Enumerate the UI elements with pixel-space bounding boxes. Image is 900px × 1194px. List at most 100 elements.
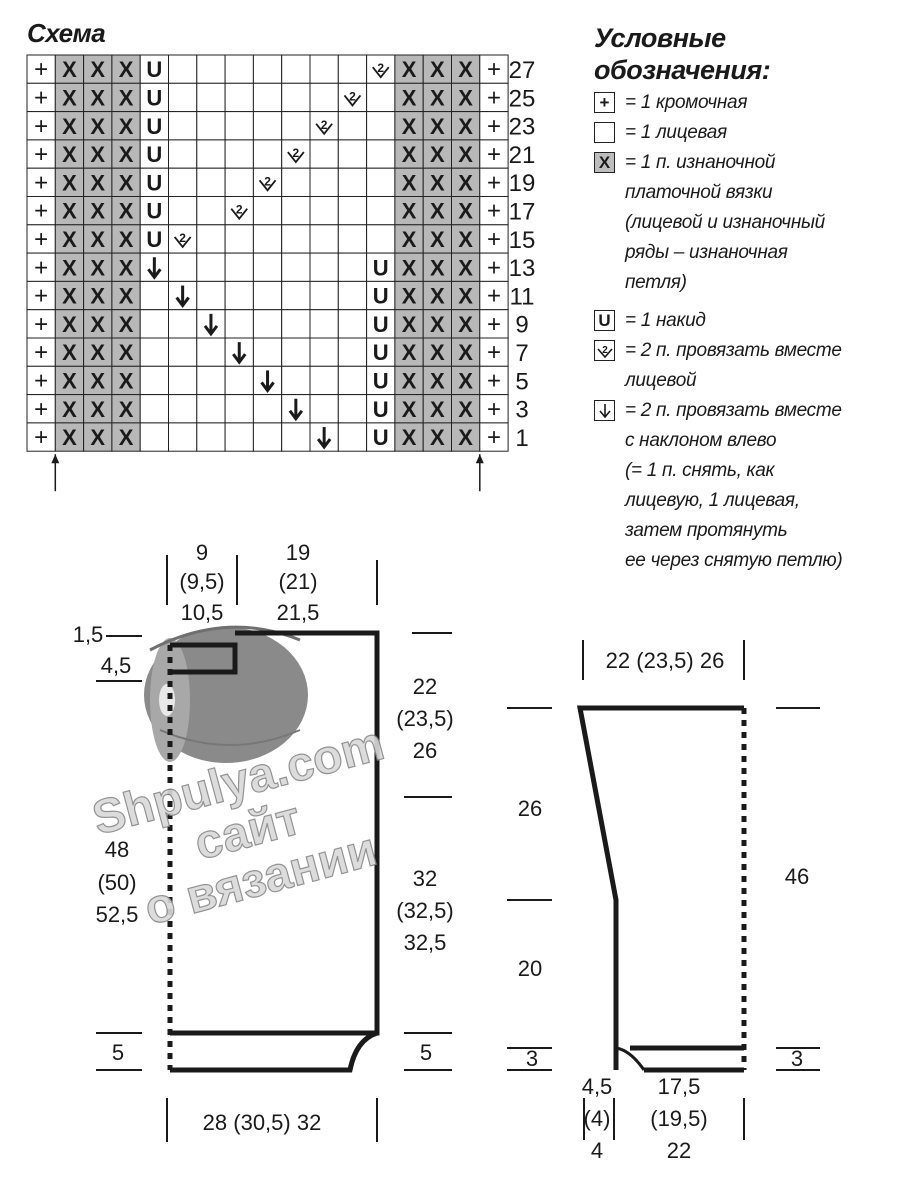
chart-cell — [168, 111, 198, 141]
chart-cell — [26, 394, 56, 424]
chart-cell — [54, 111, 85, 141]
purl-garter-symbol: X — [62, 227, 77, 252]
row-number-label: 9 — [515, 312, 528, 339]
legend-item: = 1 лицевая — [594, 122, 727, 148]
purl-garter-symbol: X — [430, 142, 445, 167]
chart-cell — [337, 139, 368, 169]
chart-cell — [337, 365, 368, 396]
sleeve-bottom-main-1: 17,5 — [658, 1074, 701, 1099]
chart-cell — [54, 422, 85, 452]
chart-cell — [139, 111, 169, 141]
empty-square-symbol — [594, 122, 615, 143]
purl-garter-symbol: X — [430, 114, 445, 139]
purl-garter-symbol: X — [62, 170, 77, 195]
purl-garter-symbol: X — [430, 397, 445, 422]
chart-cell — [83, 54, 113, 84]
yarn-over-symbol: U — [594, 310, 615, 331]
svg-text:2: 2 — [293, 146, 300, 160]
yarn-over-symbol: U — [146, 142, 162, 167]
chart-cell — [451, 422, 481, 452]
purl-garter-symbol: X — [119, 85, 134, 110]
back-bottom-left: 5 — [112, 1040, 124, 1065]
chart-cell — [309, 167, 339, 197]
legend-item-text: = 2 п. провязать вместе лицевой — [625, 340, 842, 391]
chart-cell — [422, 139, 453, 169]
purl-garter-symbol: X — [402, 170, 417, 195]
chart-cell — [224, 167, 254, 197]
chart-cell — [479, 365, 509, 396]
purl-garter-symbol: X — [90, 170, 105, 195]
purl-garter-symbol: X — [62, 340, 77, 365]
back-bottom-width: 28 (30,5) 32 — [203, 1110, 322, 1135]
yarn-over-symbol: U — [373, 284, 389, 309]
legend-item: U= 1 накид — [594, 310, 706, 336]
purl-garter-symbol: X — [90, 57, 105, 82]
chart-cell — [366, 252, 396, 282]
chart-cell — [26, 337, 56, 367]
chart-cell — [224, 394, 254, 424]
purl-garter-symbol: X — [119, 170, 134, 195]
ssk-arrow-symbol — [316, 427, 332, 450]
chart-cell — [366, 167, 396, 197]
chart-cell — [26, 139, 56, 169]
purl-garter-symbol: X — [458, 85, 473, 110]
ssk-arrow-symbol — [288, 398, 304, 422]
chart-cell — [451, 167, 481, 197]
purl-garter-symbol: X — [119, 368, 134, 393]
row-number-label: 27 — [509, 57, 536, 84]
edge-stitch-symbol: + — [487, 254, 501, 281]
chart-cell — [224, 82, 254, 113]
chart-cell — [26, 54, 56, 84]
chart-cell — [451, 139, 481, 169]
chart-cell — [422, 111, 453, 141]
chart-cell — [168, 196, 198, 226]
purl-garter-symbol: X — [119, 227, 134, 252]
yarn-over-symbol: U — [373, 368, 389, 393]
chart-cell — [366, 365, 396, 396]
edge-stitch-symbol: + — [34, 339, 48, 366]
chart-cell — [111, 167, 141, 197]
purl-garter-symbol: X — [430, 170, 445, 195]
purl-garter-symbol: X — [119, 312, 134, 337]
edge-stitch-symbol: + — [34, 169, 48, 196]
edge-stitch-symbol: + — [34, 367, 48, 394]
purl-garter-symbol: X — [90, 425, 105, 450]
purl-garter-symbol: X — [458, 340, 473, 365]
chart-cell — [111, 422, 141, 452]
purl-garter-symbol: X — [90, 397, 105, 422]
back-left-height-2: (50) — [97, 870, 136, 895]
row-number-label: 5 — [515, 368, 528, 395]
purl-garter-symbol: X — [402, 57, 417, 82]
chart-cell — [26, 252, 56, 282]
row-number-label: 15 — [509, 227, 536, 254]
purl-garter-symbol: X — [430, 284, 445, 309]
back-left-height-1: 48 — [105, 837, 129, 862]
sleeve-bottom-small-3: 4 — [591, 1138, 603, 1163]
chart-cell — [83, 111, 113, 141]
chart-cell — [479, 167, 509, 197]
chart-cell — [309, 196, 339, 226]
chart-cell — [422, 224, 453, 254]
purl-garter-symbol: X — [62, 114, 77, 139]
chart-cell — [168, 252, 198, 282]
chart-cell — [337, 167, 368, 197]
chart-cell — [196, 280, 226, 311]
edge-stitch-symbol: + — [34, 56, 48, 83]
back-right-lower-1: 32 — [413, 866, 437, 891]
legend-item: X= 1 п. изнаночной платочной вязки (лице… — [594, 152, 825, 298]
chart-cell — [54, 309, 85, 339]
purl-garter-symbol: X — [62, 397, 77, 422]
purl-garter-symbol: X — [62, 312, 77, 337]
edge-stitch-symbol: + — [487, 198, 501, 225]
ssk-arrow-symbol — [203, 313, 219, 337]
yarn-over-symbol: U — [373, 312, 389, 337]
repeat-marker-arrow — [475, 454, 484, 492]
chart-cell — [252, 422, 283, 452]
svg-text:2: 2 — [179, 231, 186, 245]
back-right-lower-2: (32,5) — [396, 898, 453, 923]
sleeve-bottom-right: 3 — [791, 1046, 803, 1071]
purl-garter-symbol: X — [119, 57, 134, 82]
purl-garter-symbol: X — [62, 199, 77, 224]
edge-stitch-symbol: + — [487, 84, 501, 111]
